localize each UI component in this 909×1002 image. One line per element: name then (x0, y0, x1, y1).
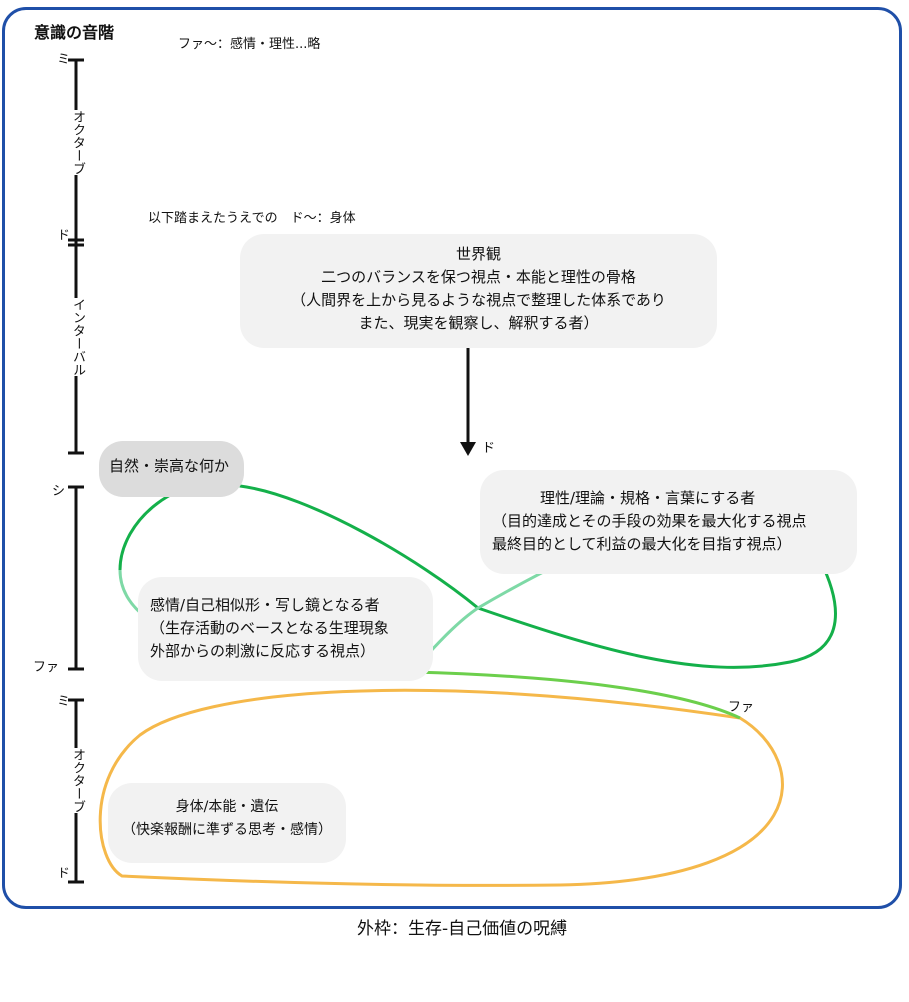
body-loop (98, 688, 784, 887)
scale-fa: ファ (33, 660, 60, 675)
diagram-title: 意識の音階 (34, 23, 115, 42)
nature-box: 自然・崇高な何か (99, 441, 244, 497)
feeling-line-3: 外部からの刺激に反応する視点） (150, 642, 376, 660)
feeling-box: 感情/自己相似形・写し鏡となる者 （生存活動のベースとなる生理現象 外部からの刺… (138, 577, 433, 681)
reason-line-2: （目的達成とその手段の効果を最大化する視点 (492, 512, 807, 530)
feeling-line-2: （生存活動のベースとなる生理現象 (150, 619, 389, 637)
body-line-1: 身体/本能・遺伝 (175, 799, 279, 815)
worldview-line-3: （人間界を上から見るような視点で整理した体系であり (291, 291, 666, 309)
fa-point-label: ファ (728, 700, 755, 715)
feeling-to-fa-link (411, 670, 741, 720)
nature-loop (239, 484, 837, 669)
nature-line-1: 自然・崇高な何か (109, 457, 230, 475)
note-top: ファ〜：感情・理性...略 (178, 37, 321, 52)
reason-line-3: 最終目的として利益の最大化を目指す視点） (492, 535, 792, 553)
worldview-line-4: また、現実を観察し、解釈する者） (358, 314, 599, 332)
reason-line-1: 理性/理論・規格・言葉にする者 (540, 489, 756, 507)
note-middle: 以下踏まえたうえでの ド〜：身体 (148, 211, 356, 226)
scale-mi-bottom: ミ (54, 694, 69, 707)
down-arrow-head (460, 442, 476, 456)
frame-caption: 外枠：生存-自己価値の呪縛 (357, 919, 568, 939)
arrow-label: ド (482, 441, 496, 456)
scale-octave-bottom: オクターブ (68, 748, 87, 813)
scale-si: シ (52, 484, 66, 499)
worldview-box: 世界観 二つのバランスを保つ視点・本能と理性の骨格 （人間界を上から見るような視… (240, 234, 717, 348)
scale-do-mid: ド (54, 228, 69, 241)
reason-box: 理性/理論・規格・言葉にする者 （目的達成とその手段の効果を最大化する視点 最終… (480, 470, 857, 574)
body-line-2: （快楽報酬に準ずる思考・感情） (122, 822, 332, 838)
scale-mi-top: ミ (54, 52, 69, 65)
scale-octave-top: オクターブ (68, 110, 87, 175)
worldview-line-1: 世界観 (455, 245, 501, 263)
scale-interval: インターバル (68, 298, 87, 376)
body-box: 身体/本能・遺伝 （快楽報酬に準ずる思考・感情） (108, 783, 346, 863)
feeling-line-1: 感情/自己相似形・写し鏡となる者 (150, 596, 380, 614)
worldview-line-2: 二つのバランスを保つ視点・本能と理性の骨格 (321, 268, 636, 286)
outer-frame (2, 7, 902, 909)
scale-do-bottom: ド (54, 866, 69, 879)
